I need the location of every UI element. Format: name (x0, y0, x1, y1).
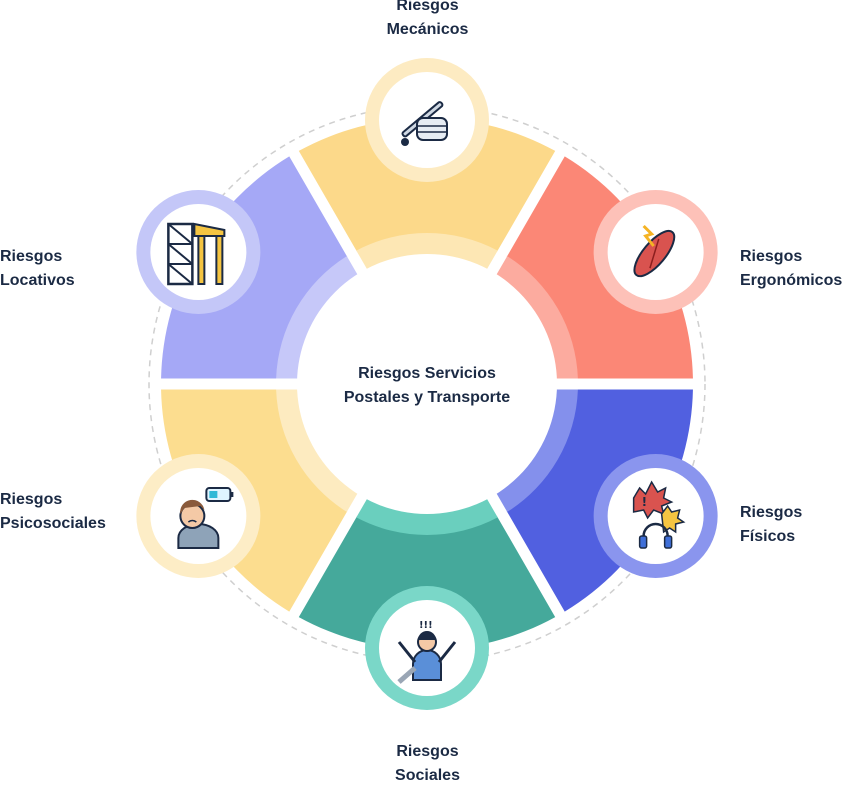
label-riesgos-ergonomicos: Riesgos Ergonómicos (740, 248, 843, 289)
segment-inner-sociales (356, 497, 498, 535)
label-riesgos-fisicos: Riesgos Físicos (740, 504, 803, 545)
violence-person-icon: !!! (397, 620, 457, 684)
badge-disc-fisicos (607, 468, 704, 564)
badge-sociales: !!! (365, 586, 489, 710)
badge-ergonomicos (593, 190, 718, 314)
center-title: Riesgos Servicios Postales y Transporte (327, 362, 527, 410)
badge-mecanicos (365, 58, 489, 182)
segment-inner-mecanicos (356, 232, 498, 271)
muscle-pain-icon (633, 224, 676, 278)
center-title-line1: Riesgos Servicios (358, 365, 496, 382)
scaffold-structure-icon (167, 222, 226, 286)
noise-headphones-icon: ! (632, 480, 686, 549)
center-disc (297, 254, 557, 514)
label-riesgos-psicosociales: Riesgos Psicosociales (0, 491, 106, 532)
segment-sociales (298, 516, 556, 650)
tired-person-battery-icon (177, 487, 234, 549)
segment-mecanicos (298, 117, 556, 252)
crutch-cast-icon (401, 101, 448, 146)
svg-text:!: ! (642, 495, 647, 509)
badge-psicosociales (136, 454, 261, 578)
badge-locativos (136, 190, 261, 314)
badge-fisicos: ! (593, 454, 718, 578)
svg-text:!!!: !!! (419, 620, 433, 631)
label-riesgos-sociales: Riesgos Sociales (395, 743, 460, 784)
center-title-line2: Postales y Transporte (343, 389, 511, 406)
label-riesgos-locativos: Riesgos Locativos (0, 248, 75, 289)
label-riesgos-mecanicos: Riesgos Mecánicos (386, 0, 469, 38)
